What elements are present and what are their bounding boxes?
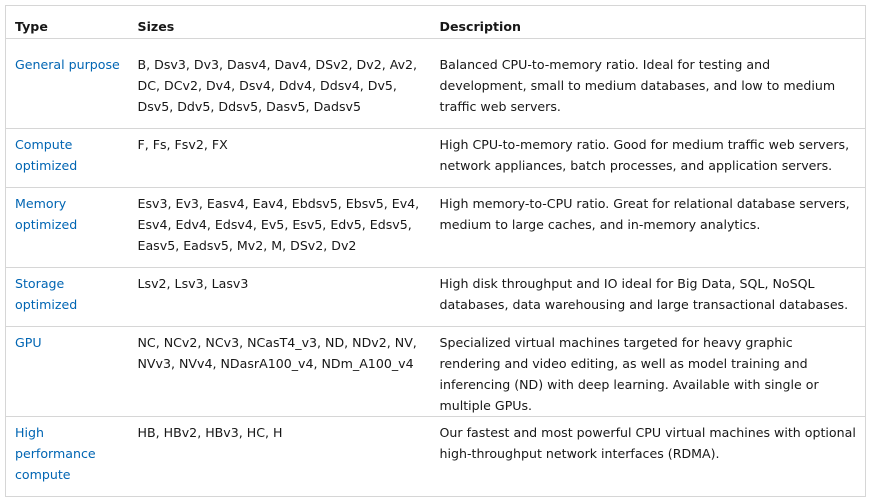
type-link-high-performance-compute[interactable]: High performance compute — [15, 425, 96, 482]
table-header-row: Type Sizes Description — [5, 5, 866, 39]
type-link-gpu[interactable]: GPU — [15, 335, 42, 350]
vm-types-table-container: Type Sizes Description General purpose B… — [5, 5, 866, 497]
type-cell: GPU — [5, 326, 129, 417]
description-cell: Balanced CPU-to-memory ratio. Ideal for … — [430, 38, 866, 129]
vm-types-table: Type Sizes Description General purpose B… — [5, 5, 866, 497]
sizes-cell: Esv3, Ev3, Easv4, Eav4, Ebdsv5, Ebsv5, E… — [128, 187, 431, 268]
type-link-compute-optimized[interactable]: Compute optimized — [15, 137, 78, 173]
type-link-storage-optimized[interactable]: Storage optimized — [15, 276, 78, 312]
sizes-cell: Lsv2, Lsv3, Lasv3 — [128, 267, 431, 327]
type-cell: High performance compute — [5, 416, 129, 497]
type-cell: Compute optimized — [5, 128, 129, 188]
sizes-cell: HB, HBv2, HBv3, HC, H — [128, 416, 431, 497]
type-link-general-purpose[interactable]: General purpose — [15, 57, 120, 72]
table-row: High performance compute HB, HBv2, HBv3,… — [5, 416, 866, 497]
table-row: Storage optimized Lsv2, Lsv3, Lasv3 High… — [5, 267, 866, 327]
type-link-memory-optimized[interactable]: Memory optimized — [15, 196, 78, 232]
table-row: Memory optimized Esv3, Ev3, Easv4, Eav4,… — [5, 187, 866, 268]
sizes-cell: B, Dsv3, Dv3, Dasv4, Dav4, DSv2, Dv2, Av… — [128, 38, 431, 129]
type-cell: Memory optimized — [5, 187, 129, 268]
table-row: General purpose B, Dsv3, Dv3, Dasv4, Dav… — [5, 38, 866, 129]
description-cell: High memory-to-CPU ratio. Great for rela… — [430, 187, 866, 268]
type-cell: General purpose — [5, 38, 129, 129]
sizes-cell: F, Fs, Fsv2, FX — [128, 128, 431, 188]
type-cell: Storage optimized — [5, 267, 129, 327]
header-type: Type — [5, 5, 129, 39]
description-cell: High disk throughput and IO ideal for Bi… — [430, 267, 866, 327]
description-cell: Our fastest and most powerful CPU virtua… — [430, 416, 866, 497]
description-cell: High CPU-to-memory ratio. Good for mediu… — [430, 128, 866, 188]
description-cell: Specialized virtual machines targeted fo… — [430, 326, 866, 417]
header-description: Description — [430, 5, 866, 39]
sizes-cell: NC, NCv2, NCv3, NCasT4_v3, ND, NDv2, NV,… — [128, 326, 431, 417]
header-sizes: Sizes — [128, 5, 431, 39]
table-row: Compute optimized F, Fs, Fsv2, FX High C… — [5, 128, 866, 188]
table-row: GPU NC, NCv2, NCv3, NCasT4_v3, ND, NDv2,… — [5, 326, 866, 417]
